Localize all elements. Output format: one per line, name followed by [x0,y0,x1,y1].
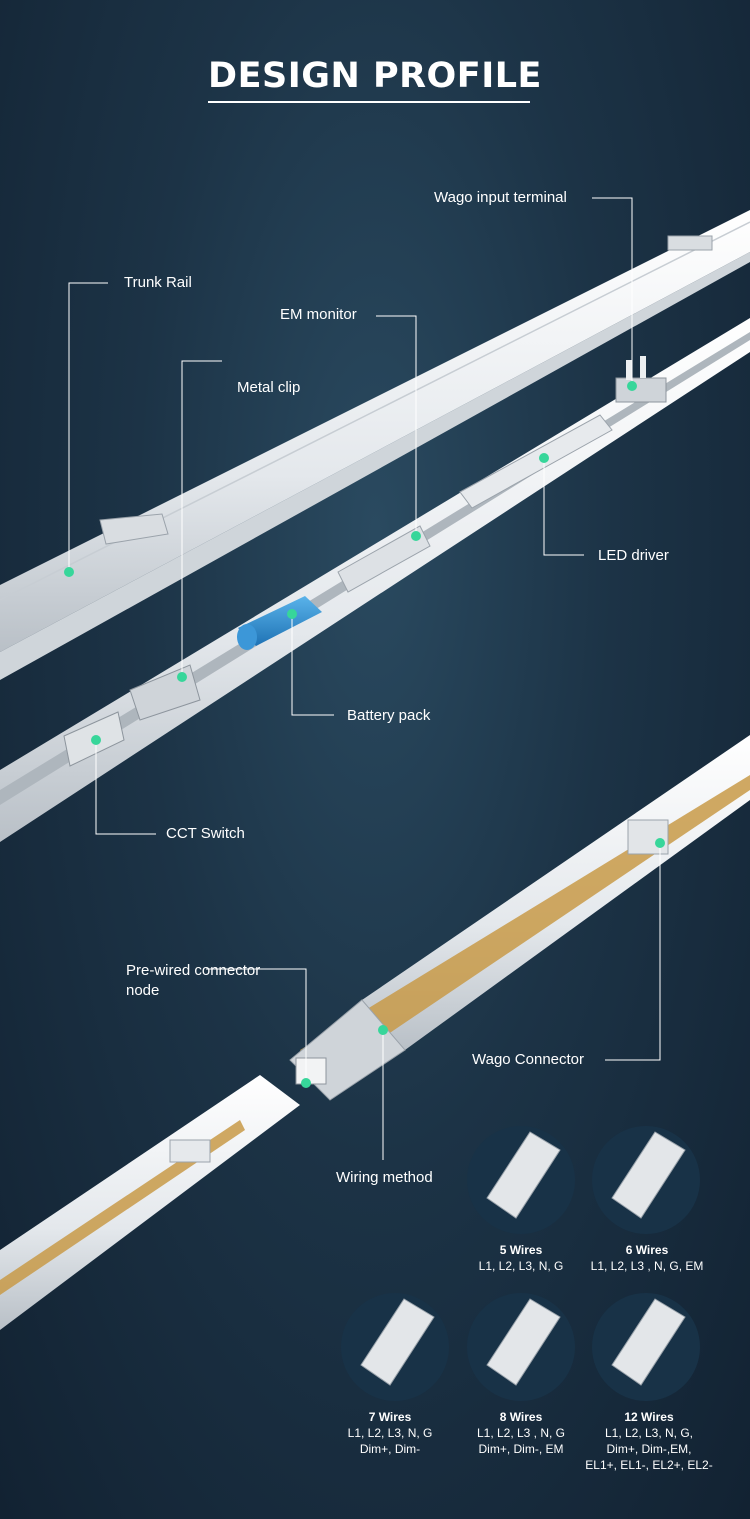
wiring-option-line: L1, L2, L3 , N, G [476,1426,566,1440]
label-wago-input-terminal: Wago input terminal [434,189,567,206]
trunk-clip [99,235,713,545]
detached-profile [0,1075,300,1330]
wiring-option-line: L1, L2, L3, N, G, [604,1426,694,1440]
label-wago-connector: Wago Connector [472,1051,585,1068]
wiring-option-7: 7 Wires L1, L2, L3, N, G Dim+, Dim- [315,1409,465,1457]
wiring-option-line: Dim+, Dim-, EM [478,1442,564,1456]
label-trunk-rail: Trunk Rail [124,274,192,291]
label-wiring-method: Wiring method [336,1169,433,1186]
wiring-option-line: L1, L2, L3, N, G [347,1426,433,1440]
wiring-option-line: Dim+, Dim-,EM, [606,1442,692,1456]
wiring-option-title: 7 Wires [368,1410,412,1424]
battery-pack [237,596,322,650]
wiring-thumbnails [341,1126,700,1401]
trunk-rail [0,210,750,680]
lower-profile [289,735,750,1101]
gear-tray [0,318,750,842]
wiring-option-title: 6 Wires [625,1243,669,1257]
label-battery-pack: Battery pack [347,707,431,724]
wiring-option-title: 8 Wires [499,1410,543,1424]
wiring-option-title: 5 Wires [499,1243,543,1257]
wiring-option-line: EL1+, EL1-, EL2+, EL2- [585,1458,713,1472]
wiring-option-6: 6 Wires L1, L2, L3 , N, G, EM [572,1242,722,1274]
page-title: DESIGN PROFILE [208,56,542,96]
label-led-driver: LED driver [598,547,669,564]
label-pre-wired-connector-node: Pre-wired connector node [126,962,261,999]
wiring-option-line: L1, L2, L3, N, G [478,1259,564,1273]
wiring-option-line: Dim+, Dim- [359,1442,421,1456]
title-underline [208,101,530,103]
marker-dots [64,381,665,1088]
wiring-option-title: 12 Wires [624,1410,674,1424]
leader-lines [68,197,661,1160]
wiring-option-line: L1, L2, L3 , N, G, EM [590,1259,704,1273]
wiring-option-5: 5 Wires L1, L2, L3, N, G [446,1242,596,1274]
label-cct-switch: CCT Switch [166,825,245,842]
label-em-monitor: EM monitor [280,306,357,323]
label-metal-clip: Metal clip [237,379,301,396]
wiring-option-12: 12 Wires L1, L2, L3, N, G, Dim+, Dim-,EM… [574,1409,724,1473]
wiring-option-8: 8 Wires L1, L2, L3 , N, G Dim+, Dim-, EM [446,1409,596,1457]
